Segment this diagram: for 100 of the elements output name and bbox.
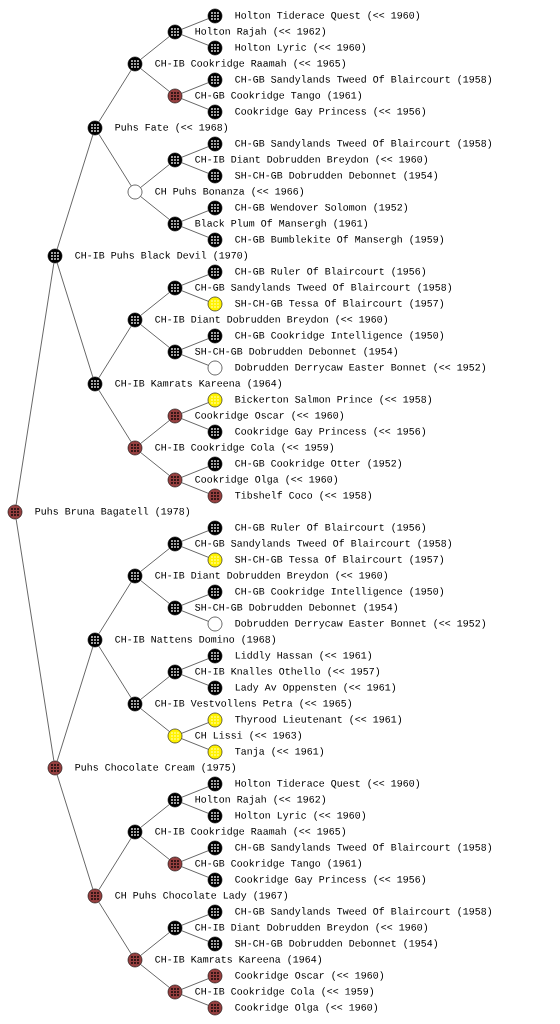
connector-line [140,292,170,316]
connector-line [181,802,209,814]
connector-line [98,325,132,379]
connector-line [56,774,94,890]
dog-name: CH-GB Cookridge Tango (1961) [194,90,364,102]
connector-line [98,901,132,955]
dog-name: CH-IB Diant Dobrudden Breydon (<< 1960) [194,922,430,934]
dog-name: Dobrudden Derrycaw Easter Bonnet (<< 1952) [234,362,488,374]
connector-line [181,482,209,494]
dog-name: CH Puhs Bonanza (<< 1966) [154,186,306,198]
dog-name: CH-GB Cookridge Intelligence (1950) [234,330,446,342]
connector-line [98,645,132,699]
connector-line [98,389,132,443]
connector-line [140,676,170,700]
connector-line [181,402,209,414]
dog-name: Cookridge Oscar (<< 1960) [234,970,386,982]
dog-name: CH-IB Vestvollens Petra (<< 1965) [154,698,354,710]
dog-name: CH-GB Cookridge Otter (1952) [234,458,404,470]
connector-line [181,850,209,862]
dog-name: Holton Lyric (<< 1960) [234,810,368,822]
dog-name: Thyrood Lieutenant (<< 1961) [234,714,404,726]
connector-line [140,836,170,860]
dog-name: CH-GB Sandylands Tweed Of Blaircourt (1958) [234,138,494,150]
connector-line [181,530,209,542]
dog-name: Cookridge Oscar (<< 1960) [194,410,346,422]
dog-name: Liddly Hassan (<< 1961) [234,650,374,662]
dog-name: Tibshelf Coco (<< 1958) [234,490,374,502]
connector-line [181,978,209,990]
connector-line [181,354,209,366]
connector-line [140,324,170,348]
dog-name: Cookridge Gay Princess (<< 1956) [234,106,428,118]
dog-name: Puhs Chocolate Cream (1975) [74,762,238,774]
dog-name: Lady Av Oppensten (<< 1961) [234,682,398,694]
dog-name: Cookridge Gay Princess (<< 1956) [234,426,428,438]
connector-line [181,274,209,286]
dog-name: CH-IB Nattens Domino (1968) [114,634,278,646]
dog-name: CH-IB Puhs Black Devil (1970) [74,250,250,262]
dog-name: CH-IB Cookridge Raamah (<< 1965) [154,58,348,70]
dog-name: CH-GB Sandylands Tweed Of Blaircourt (1958) [234,842,494,854]
dog-name: Holton Rajah (<< 1962) [194,26,328,38]
connector-line [181,674,209,686]
dog-name: Tanja (<< 1961) [234,746,326,758]
connector-line [140,196,170,220]
dog-name: CH-GB Cookridge Intelligence (1950) [234,586,446,598]
dog-name: Black Plum Of Mansergh (1961) [194,218,370,230]
dog-name: CH-IB Cookridge Cola (<< 1959) [194,986,376,998]
dog-name: CH-GB Sandylands Tweed Of Blaircourt (1958) [194,282,454,294]
dog-name: Puhs Fate (<< 1968) [114,122,230,134]
connector-line [15,518,55,762]
connector-line [140,580,170,604]
connector-line [181,226,209,238]
dog-name: CH-GB Ruler Of Blaircourt (1956) [234,522,428,534]
dog-name: CH-GB Sandylands Tweed Of Blaircourt (1958) [234,906,494,918]
connector-line [98,837,132,891]
connector-line [140,68,170,92]
connector-line [181,418,209,430]
dog-name: CH-GB Ruler Of Blaircourt (1956) [234,266,428,278]
connector-line [181,786,209,798]
dog-name: SH-CH-GB Dobrudden Debonnet (1954) [194,602,400,614]
connector-line [181,338,209,350]
dog-name: SH-CH-GB Tessa Of Blaircourt (1957) [234,298,446,310]
connector-line [181,610,209,622]
dog-name: SH-CH-GB Dobrudden Debonnet (1954) [194,346,400,358]
dog-name: Holton Rajah (<< 1962) [194,794,328,806]
connector-line [181,290,209,302]
connector-line [140,708,170,732]
dog-name: Bickerton Salmon Prince (<< 1958) [234,394,434,406]
connector-line [56,262,94,378]
dog-name: CH-IB Kamrats Kareena (1964) [114,378,284,390]
connector-line [56,646,94,762]
connector-line [98,581,132,635]
connector-line [181,866,209,878]
connector-line [140,164,170,188]
dog-name: CH-IB Diant Dobrudden Breydon (<< 1960) [154,570,390,582]
connector-line [56,134,94,250]
dog-name: Holton Tiderace Quest (<< 1960) [234,778,422,790]
connector-line [140,932,170,956]
dog-name: Holton Tiderace Quest (<< 1960) [234,10,422,22]
connector-line [98,133,132,187]
connector-line [140,452,170,476]
dog-name: Dobrudden Derrycaw Easter Bonnet (<< 1952) [234,618,488,630]
connector-line [181,210,209,222]
dog-name: CH-GB Wendover Solomon (1952) [234,202,410,214]
dog-name: SH-CH-GB Dobrudden Debonnet (1954) [234,938,440,950]
connector-line [181,466,209,478]
dog-name: CH-IB Diant Dobrudden Breydon (<< 1960) [194,154,430,166]
connector-line [140,964,170,988]
connector-line [140,804,170,828]
dog-name: CH-GB Bumblekite Of Mansergh (1959) [234,234,446,246]
connector-line [181,930,209,942]
dog-name: CH-IB Kamrats Kareena (1964) [154,954,324,966]
connector-line [140,420,170,444]
dog-name: Cookridge Olga (<< 1960) [234,1002,380,1014]
connector-line [181,722,209,734]
connector-line [181,658,209,670]
connector-line [15,262,55,506]
connector-line [140,548,170,572]
connector-line [181,546,209,558]
dog-name: Puhs Bruna Bagatell (1978) [34,506,192,518]
dog-name: CH-IB Cookridge Cola (<< 1959) [154,442,336,454]
